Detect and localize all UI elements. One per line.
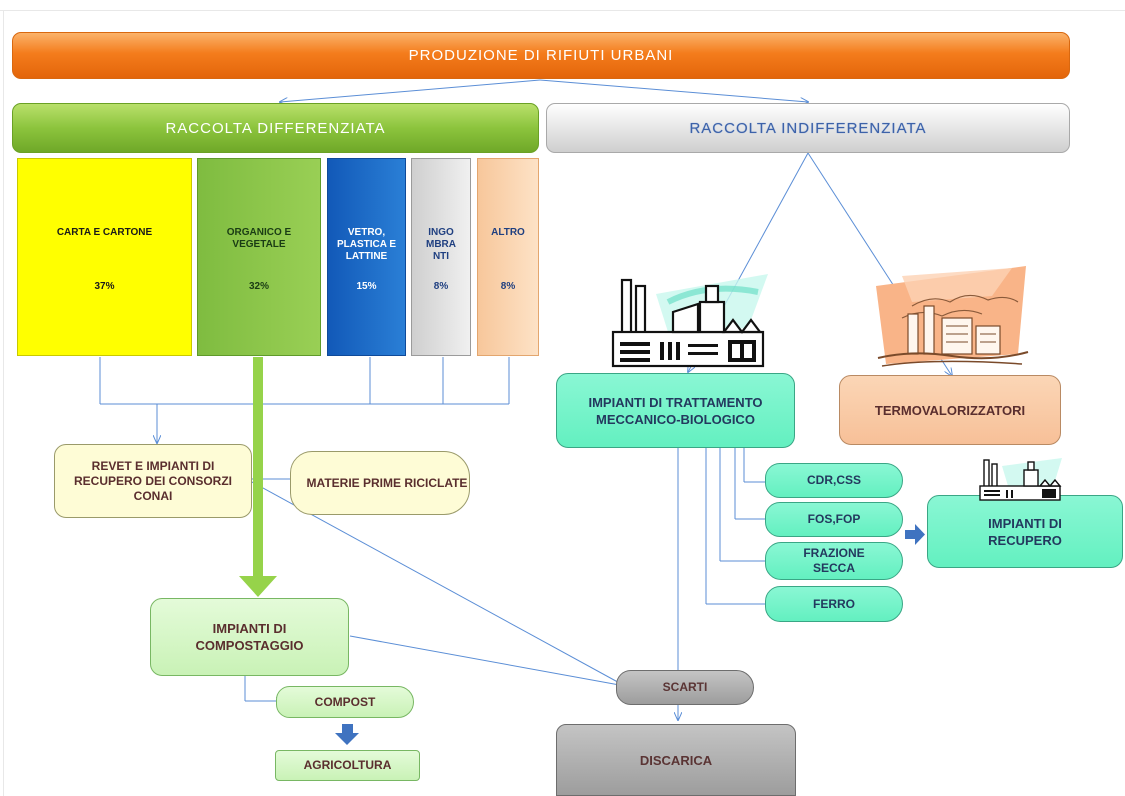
discarica-label: DISCARICA [639,752,713,768]
production-banner: PRODUZIONE DI RIFIUTI URBANI [12,32,1070,79]
agricoltura-label: AGRICOLTURA [303,758,392,772]
tmb-node: IMPIANTI DI TRATTAMENTO MECCANICO-BIOLOG… [556,373,795,448]
category-percent: 15% [356,281,377,292]
category-organic: ORGANICO E VEGETALE 32% [197,158,321,356]
fos-node: FOS,FOP [765,502,903,537]
compost-node: COMPOST [276,686,414,718]
compostaggio-label: IMPIANTI DI COMPOSTAGGIO [195,621,304,653]
revet-label: REVET E IMPIANTI DI RECUPERO DEI CONSORZ… [73,458,232,503]
termo-label: TERMOVALORIZZATORI [874,402,1026,418]
recupero-label: IMPIANTI DI RECUPERO [988,515,1062,548]
category-label: CARTA E CARTONE [56,227,153,238]
category-label: ORGANICO E VEGETALE [226,227,292,250]
separate-collection-banner: RACCOLTA DIFFERENZIATA [12,103,539,153]
incinerator-icon [876,266,1029,367]
separate-collection-label: RACCOLTA DIFFERENZIATA [165,119,386,137]
category-paper: CARTA E CARTONE 37% [17,158,192,356]
category-bulky: INGO MBRA NTI 8% [411,158,471,356]
materie-node: MATERIE PRIME RICICLATE [290,451,470,515]
category-label: ALTRO [491,227,525,238]
category-label: VETRO, PLASTICA E LATTINE [336,227,397,262]
blue-arrow-recupero [905,524,925,545]
cdr-label: CDR,CSS [806,473,861,487]
secca-label: FRAZIONE SECCA [803,546,865,575]
termo-node: TERMOVALORIZZATORI [839,375,1061,445]
frame-left-line [3,10,4,796]
discarica-node: DISCARICA [556,724,796,796]
category-percent: 37% [94,281,115,292]
agricoltura-node: AGRICOLTURA [275,750,420,781]
materie-label: MATERIE PRIME RICICLATE [306,475,468,490]
connector-banner-separate [280,79,541,102]
revet-node: REVET E IMPIANTI DI RECUPERO DEI CONSORZ… [54,444,252,518]
category-glass-plastic: VETRO, PLASTICA E LATTINE 15% [327,158,406,356]
tmb-label: IMPIANTI DI TRATTAMENTO MECCANICO-BIOLOG… [588,394,763,427]
secca-node: FRAZIONE SECCA [765,542,903,580]
cdr-node: CDR,CSS [765,463,903,498]
connector-revet-scarti [251,481,625,686]
frame-top-line [0,10,1125,11]
ferro-label: FERRO [813,596,855,611]
recupero-node: IMPIANTI DI RECUPERO [927,495,1123,568]
connector-banner-unsorted [539,79,808,102]
category-percent: 8% [433,281,449,292]
blue-arrow-agricoltura [335,724,359,745]
compostaggio-node: IMPIANTI DI COMPOSTAGGIO [150,598,349,676]
production-banner-label: PRODUZIONE DI RIFIUTI URBANI [408,47,674,64]
factory-icon [611,274,768,368]
unsorted-collection-label: RACCOLTA INDIFFERENZIATA [689,119,927,137]
category-other: ALTRO 8% [477,158,539,356]
connector-compost-scarti [349,635,625,686]
category-percent: 32% [248,281,269,292]
unsorted-collection-banner: RACCOLTA INDIFFERENZIATA [546,103,1070,153]
small-factory-icon [979,458,1062,501]
scarti-node: SCARTI [616,670,754,705]
scarti-label: SCARTI [662,680,708,694]
category-label: INGO MBRA NTI [426,227,456,262]
ferro-node: FERRO [765,586,903,622]
green-flow-arrow [239,357,277,597]
fos-label: FOS,FOP [807,512,861,526]
category-percent: 8% [500,281,516,292]
compost-label: COMPOST [314,694,376,709]
